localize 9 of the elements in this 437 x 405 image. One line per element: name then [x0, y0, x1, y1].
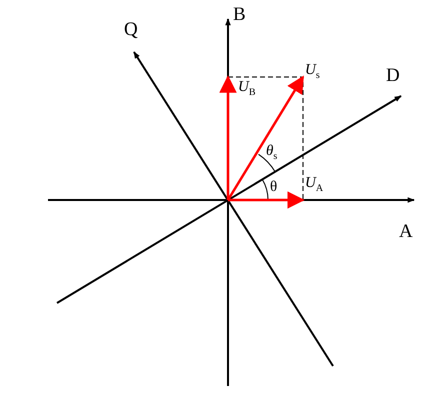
axis-label: Q	[124, 20, 138, 39]
vector-label: U$_{s}$	[305, 63, 320, 81]
axis-label: D	[386, 66, 400, 85]
vector-label: U$_{A}$	[305, 176, 324, 194]
angle-label: θ$_{s}$	[266, 144, 278, 162]
vector-label: U$_{B}$	[238, 80, 256, 98]
axis-label: B	[233, 5, 246, 24]
angle-label: θ	[270, 180, 278, 195]
axis-label: A	[399, 222, 413, 241]
